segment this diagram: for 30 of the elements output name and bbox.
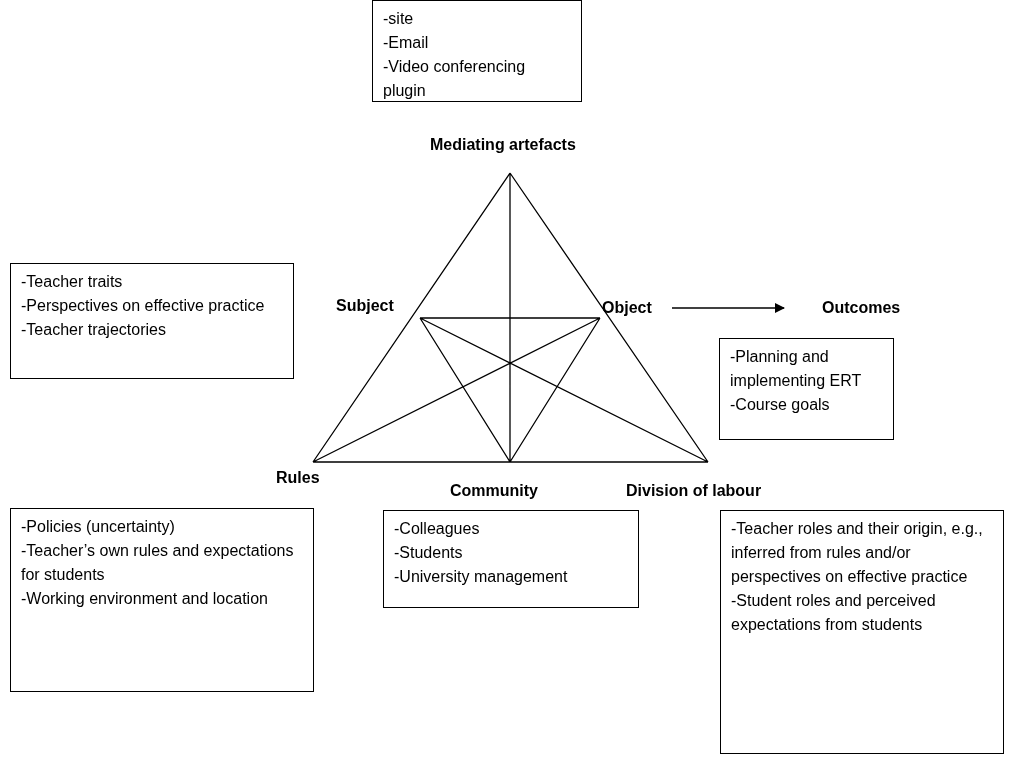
node-label: Subject [336,294,412,318]
list-item: -Policies (uncertainty) [21,517,176,537]
text-box [10,263,294,379]
list-item: -Colleagues [394,519,481,539]
list-item: -Perspectives on effective practice [21,296,266,316]
list-item: -Teacher’s own rules and expectations for students [21,541,295,585]
list-item: -Teacher roles and their origin, e.g., inferred from rules and/or perspectives on effective practice [731,519,984,587]
text-box [383,510,639,608]
list-item: -site [383,9,415,29]
list-item: -University management [394,567,569,587]
list-item: -Students [394,543,464,563]
text-box [719,338,894,440]
list-item: -Student roles and perceived expectations from students [731,591,937,635]
list-item: -Teacher trajectories [21,320,167,340]
list-item: -Teacher traits [21,272,124,292]
node-label: Division of labour [626,479,786,503]
text-box [372,0,582,102]
list-item: -Working environment and location [21,589,269,609]
list-item: -Video conferencing plugin [383,57,527,101]
text-box [720,510,1004,754]
list-item: -Email [383,33,430,53]
node-label: Community [450,479,574,503]
arrow [671,303,785,313]
text-box [10,508,314,692]
list-item: -Planning and implementing ERT [730,347,863,391]
node-label: Rules [276,466,336,490]
node-label: Outcomes [784,296,1036,320]
list-item: -Course goals [730,395,831,415]
node-label: Object [602,296,672,320]
node-label: Mediating artefacts [430,133,592,157]
